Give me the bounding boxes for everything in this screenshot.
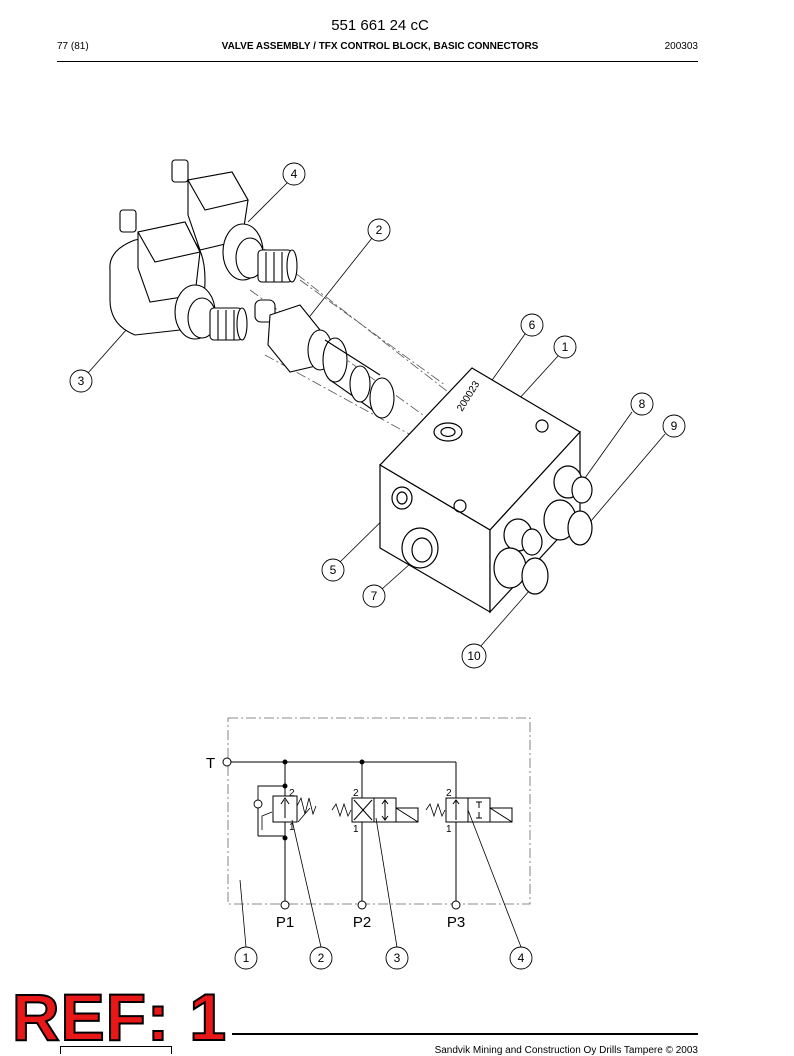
svg-text:7: 7 — [371, 589, 378, 603]
callout-7: 7 — [362, 584, 386, 608]
callout-6: 6 — [520, 313, 544, 337]
svg-text:1: 1 — [446, 824, 452, 835]
footer-rule — [232, 1033, 698, 1035]
schematic-callouts: 1 2 3 4 — [234, 946, 533, 970]
svg-text:1: 1 — [289, 822, 295, 833]
port-label-p2: P2 — [353, 914, 371, 931]
callout-4: 4 — [282, 162, 306, 186]
svg-text:2: 2 — [353, 788, 359, 799]
callout-1: 1 — [553, 335, 577, 359]
svg-text:9: 9 — [671, 419, 678, 433]
svg-text:2: 2 — [446, 788, 452, 799]
page-number: 77 (81) — [57, 41, 89, 52]
valve-3-symbol: 2 1 — [331, 762, 419, 905]
footer-copyright: Sandvik Mining and Construction Oy Drill… — [434, 1045, 698, 1056]
callout-2: 2 — [367, 218, 391, 242]
hydraulic-schematic: T 2 1 2 1 — [206, 717, 533, 970]
port-p1 — [280, 900, 290, 910]
svg-text:4: 4 — [518, 951, 525, 965]
revision-date: 200303 — [664, 41, 698, 52]
svg-text:5: 5 — [330, 563, 337, 577]
header-rule — [57, 61, 698, 62]
company-logo — [60, 1046, 172, 1054]
exploded-view-drawing: 200023 4 2 6 1 3 8 9 5 7 10 — [69, 159, 686, 669]
svg-text:2: 2 — [289, 788, 295, 799]
svg-text:1: 1 — [243, 951, 250, 965]
document-number: 551 661 24 cC — [331, 17, 429, 34]
valve-4-symbol: 2 1 — [425, 762, 513, 905]
port-group: P1 P2 P3 — [276, 900, 465, 931]
svg-text:2: 2 — [318, 951, 325, 965]
callout-3: 3 — [69, 369, 93, 393]
schematic-leaders — [239, 809, 522, 948]
callout-10: 10 — [461, 643, 487, 669]
valve-2-symbol: 2 1 — [253, 762, 317, 905]
schematic-callout-3: 3 — [385, 946, 409, 970]
svg-text:3: 3 — [394, 951, 401, 965]
svg-text:1: 1 — [353, 824, 359, 835]
schematic-callout-4: 4 — [509, 946, 533, 970]
block-boundary — [227, 717, 531, 905]
callout-5: 5 — [321, 558, 345, 582]
callout-9: 9 — [662, 414, 686, 438]
rear-solenoid-coil — [171, 159, 298, 283]
svg-text:10: 10 — [467, 649, 481, 663]
tank-port — [222, 757, 232, 767]
svg-text:6: 6 — [529, 318, 536, 332]
svg-text:8: 8 — [639, 397, 646, 411]
schematic-callout-1: 1 — [234, 946, 258, 970]
svg-text:3: 3 — [78, 374, 85, 388]
front-solenoid-coil — [109, 209, 248, 341]
port-p2 — [357, 900, 367, 910]
port-p3 — [451, 900, 461, 910]
callout-group: 4 2 6 1 3 8 9 5 7 10 — [69, 162, 686, 669]
reference-stamp: REF: 1 — [11, 980, 228, 1054]
page-title: VALVE ASSEMBLY / TFX CONTROL BLOCK, BASI… — [221, 41, 539, 52]
svg-text:1: 1 — [562, 340, 569, 354]
svg-text:4: 4 — [291, 167, 298, 181]
callout-8: 8 — [630, 392, 654, 416]
valve-block — [379, 367, 593, 614]
port-label-p3: P3 — [447, 914, 465, 931]
port-label-p1: P1 — [276, 914, 294, 931]
schematic-callout-2: 2 — [309, 946, 333, 970]
tank-label: T — [206, 755, 215, 772]
svg-text:2: 2 — [376, 223, 383, 237]
cartridge-valve — [254, 299, 395, 419]
